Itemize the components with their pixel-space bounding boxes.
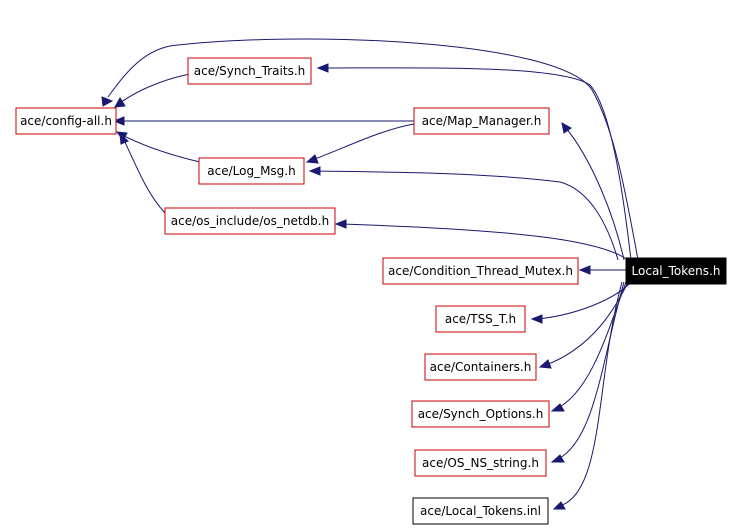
edge-local-tokens-to-condition-thread-mutex <box>578 265 626 275</box>
node-tss-t-h[interactable]: ace/TSS_T.h <box>435 305 526 333</box>
node-label: ace/TSS_T.h <box>445 312 516 326</box>
edge-local-tokens-to-log-msg <box>308 166 619 261</box>
edge-local-tokens-to-local-tokens-inl <box>552 281 623 510</box>
node-log-msg-h[interactable]: ace/Log_Msg.h <box>198 157 305 185</box>
node-local-tokens-inl[interactable]: ace/Local_Tokens.inl <box>412 497 549 525</box>
node-label: ace/Synch_Options.h <box>418 407 544 421</box>
node-label: ace/os_include/os_netdb.h <box>171 214 329 228</box>
edge-map-manager-to-log-msg <box>305 123 415 164</box>
node-label: ace/Local_Tokens.inl <box>420 504 541 518</box>
edge-local-tokens-to-os-netdb <box>334 219 629 261</box>
edge-synch-traits-to-config-all <box>114 73 191 108</box>
node-map-manager-h[interactable]: ace/Map_Manager.h <box>413 107 550 135</box>
node-synch-options-h[interactable]: ace/Synch_Options.h <box>411 400 550 428</box>
node-local-tokens-h[interactable]: Local_Tokens.h <box>625 257 727 285</box>
edge-local-tokens-to-map-manager <box>561 122 625 261</box>
node-condition-thread-mutex-h[interactable]: ace/Condition_Thread_Mutex.h <box>382 257 579 285</box>
edge-map-manager-to-config-all <box>112 116 414 126</box>
node-label: ace/Synch_Traits.h <box>194 64 305 78</box>
node-label: ace/config-all.h <box>20 114 112 128</box>
node-label: ace/Log_Msg.h <box>207 164 295 178</box>
node-containers-h[interactable]: ace/Containers.h <box>424 353 537 381</box>
node-label: ace/OS_NS_string.h <box>422 456 539 470</box>
node-label: Local_Tokens.h <box>632 264 721 278</box>
edge-log-msg-to-config-all <box>115 131 201 163</box>
node-label: ace/Map_Manager.h <box>422 114 542 128</box>
node-config-all-h[interactable]: ace/config-all.h <box>15 107 117 135</box>
node-synch-traits-h[interactable]: ace/Synch_Traits.h <box>187 57 312 85</box>
node-os-ns-string-h[interactable]: ace/OS_NS_string.h <box>414 449 547 477</box>
edge-local-tokens-to-synch-traits <box>316 63 632 261</box>
edge-local-tokens-to-os-ns-string <box>550 281 625 463</box>
node-os-netdb-h[interactable]: ace/os_include/os_netdb.h <box>164 207 336 235</box>
edge-local-tokens-to-synch-options <box>550 281 627 412</box>
edge-local-tokens-to-config-all <box>101 38 639 261</box>
node-label: ace/Containers.h <box>430 360 532 374</box>
edge-os-netdb-to-config-all <box>119 132 166 214</box>
node-label: ace/Condition_Thread_Mutex.h <box>388 264 573 278</box>
